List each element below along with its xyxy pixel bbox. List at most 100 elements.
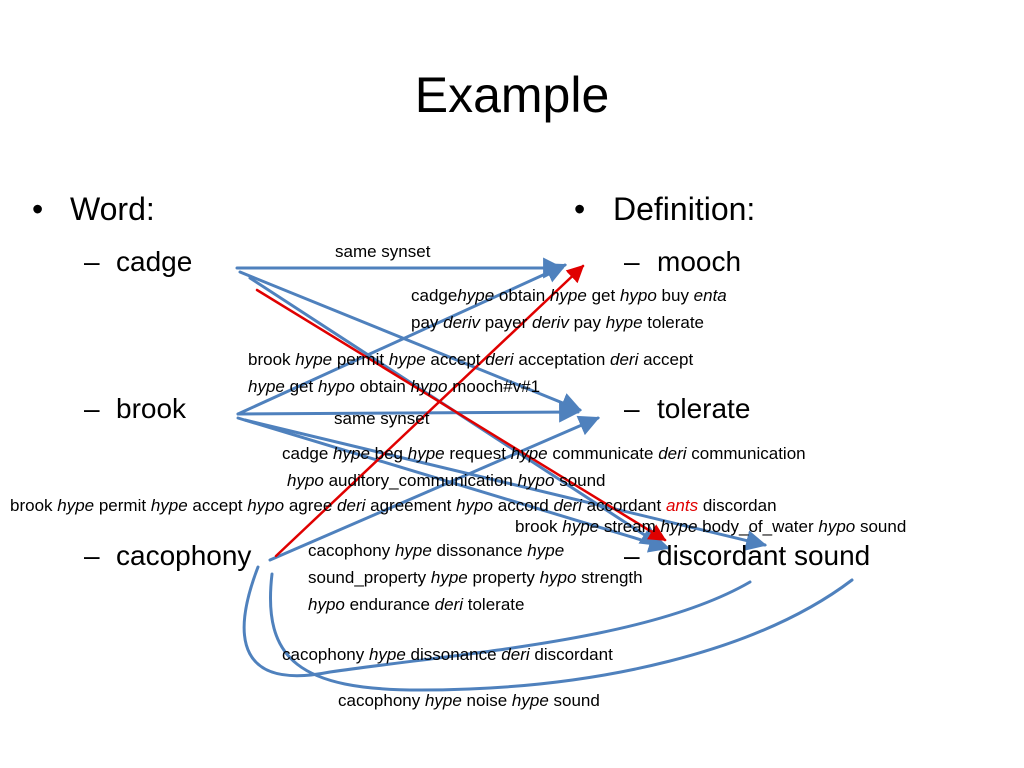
path-cacophony-sound: cacophony hype noise hype sound: [338, 691, 600, 711]
label-segment: body_of_water: [697, 517, 819, 536]
label-segment: pay: [568, 313, 606, 332]
definition-tolerate: tolerate: [657, 393, 751, 424]
label-segment: deri: [501, 645, 530, 664]
label-segment: cacophony: [338, 691, 425, 710]
definition-heading: Definition:: [613, 191, 756, 227]
label-segment: hypo: [517, 471, 555, 490]
label-segment: get: [284, 377, 318, 396]
label-segment: request: [444, 444, 511, 463]
label-segment: permit: [94, 496, 151, 515]
label-segment: sound_property: [308, 568, 431, 587]
label-segment: hype: [248, 377, 285, 396]
label-segment: hype: [57, 496, 95, 515]
label-segment: discordant: [529, 645, 613, 664]
label-segment: deri: [485, 350, 514, 369]
path-brook-mooch-2: hype get hypo obtain hypo mooch#v#1: [248, 377, 540, 397]
label-segment: ants: [665, 496, 699, 515]
label-segment: sound: [548, 691, 600, 710]
label-segment: communication: [686, 444, 806, 463]
path-cacophony-discordant: cacophony hype dissonance deri discordan…: [282, 645, 613, 665]
label-segment: agree: [284, 496, 338, 515]
label-segment: deri: [658, 444, 687, 463]
label-segment: deri: [337, 496, 366, 515]
label-segment: hypo: [456, 496, 494, 515]
label-segment: hypo: [539, 568, 577, 587]
label-segment: deri: [610, 350, 639, 369]
label-segment: accordant: [581, 496, 666, 515]
label-segment: hypo: [818, 517, 856, 536]
label-segment: brook: [248, 350, 296, 369]
label-segment: payer: [480, 313, 532, 332]
label-segment: obtain: [354, 377, 411, 396]
label-segment: hype: [511, 691, 549, 710]
label-segment: tolerate: [463, 595, 525, 614]
label-segment: brook: [10, 496, 58, 515]
arrow-cacophony-sound: [269, 572, 854, 692]
arrow-cacophony-discordant: [242, 565, 752, 678]
label-segment: hype: [605, 313, 643, 332]
label-segment: hype: [527, 541, 565, 560]
label-segment: obtain: [494, 286, 550, 305]
definition-mooch: mooch: [657, 246, 742, 277]
label-segment: deri: [553, 496, 582, 515]
label-segment: dissonance: [405, 645, 502, 664]
dash: –: [84, 246, 100, 277]
label-segment: hype: [295, 350, 333, 369]
label-segment: hype: [407, 444, 445, 463]
slide-title: Example: [414, 67, 610, 123]
label-segment: accept: [425, 350, 486, 369]
label-segment: accept: [638, 350, 694, 369]
label-segment: accept: [187, 496, 248, 515]
arrow-cacophony-tolerate: [268, 415, 600, 562]
label-segment: hype: [424, 691, 462, 710]
arrow-cadge-tolerate: [238, 270, 582, 413]
label-segment: hype: [457, 286, 495, 305]
label-segment: hype: [388, 350, 426, 369]
label-segment: dissonance: [431, 541, 528, 560]
dash: –: [624, 393, 640, 424]
label-segment: hype: [430, 568, 468, 587]
label-segment: beg: [369, 444, 408, 463]
label-segment: communicate: [547, 444, 659, 463]
arrow-brook-tolerate: [236, 401, 581, 423]
path-brook-mooch: brook hype permit hype accept deri accep…: [248, 350, 693, 370]
label-segment: cacophony: [308, 541, 395, 560]
label-segment: deriv: [531, 313, 569, 332]
red-arrow-cadge-discordant: [255, 288, 667, 542]
arrow-brook-sound: [243, 418, 768, 551]
dash: –: [84, 540, 100, 571]
label-segment: mooch#v#1: [447, 377, 541, 396]
label-segment: hype: [333, 444, 370, 463]
label-segment: buy: [656, 286, 694, 305]
label-segment: cacophony: [282, 645, 369, 664]
bullet-marker: •: [574, 191, 586, 227]
path-cadge-mooch: cadgehype obtain hype get hypo buy enta: [411, 286, 727, 306]
label-segment: acceptation: [513, 350, 610, 369]
label-segment: deri: [434, 595, 464, 614]
dash: –: [624, 246, 640, 277]
path-cacophony-tolerate: cacophony hype dissonance hype: [308, 541, 564, 561]
label-segment: hypo: [619, 286, 657, 305]
label-segment: hype: [150, 496, 188, 515]
label-segment: permit: [332, 350, 389, 369]
label-segment: discordan: [698, 496, 777, 515]
path-cadge-sound: cadge hype beg hype request hype communi…: [282, 444, 806, 464]
label-segment: hypo: [287, 471, 324, 490]
label-segment: hype: [549, 286, 587, 305]
label-segment: accord: [493, 496, 554, 515]
label-segment: pay: [411, 313, 444, 332]
label-segment: strength: [576, 568, 643, 587]
label-segment: property: [467, 568, 540, 587]
label-segment: brook: [515, 517, 563, 536]
label-segment: hypo: [247, 496, 285, 515]
label-same-synset: same synset: [334, 409, 430, 428]
definition-discordant-sound: discordant sound: [657, 540, 871, 571]
word-cadge: cadge: [116, 246, 193, 277]
arrow-brook-discordant: [236, 416, 671, 553]
path-cacophony-tolerate-3: hypo endurance deri tolerate: [308, 595, 524, 615]
label-segment: enta: [693, 286, 727, 305]
label-same-synset: same synset: [335, 242, 431, 261]
label-segment: hypo: [317, 377, 355, 396]
